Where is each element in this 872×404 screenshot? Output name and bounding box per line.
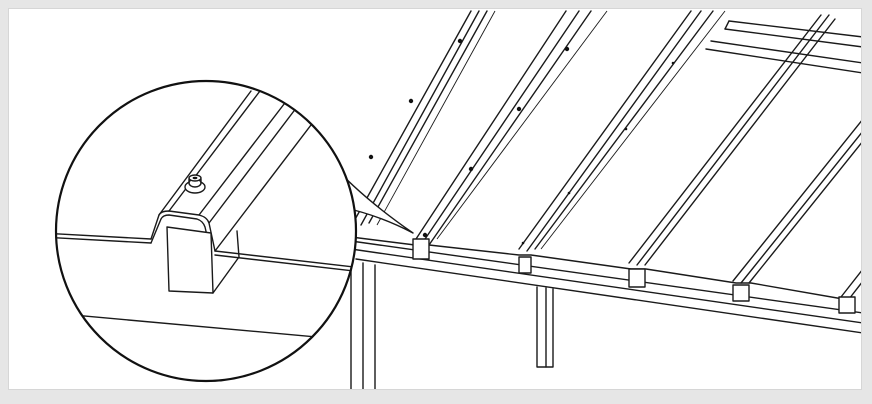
illustration-frame bbox=[8, 8, 862, 390]
panel-rib-1 bbox=[352, 10, 496, 226]
roof-assembly-drawing bbox=[54, 10, 861, 389]
panel-rib-6 bbox=[838, 270, 861, 314]
panel-rib-3 bbox=[518, 10, 726, 274]
screw-icon bbox=[184, 174, 206, 194]
upper-purlin-frame bbox=[705, 20, 861, 74]
magnified-panel-detail bbox=[56, 86, 356, 342]
panel-rib-5 bbox=[732, 120, 861, 302]
panel-rib-2 bbox=[412, 10, 608, 260]
roof-structure bbox=[350, 10, 861, 389]
panel-rib-4 bbox=[628, 14, 836, 288]
fastener-dots bbox=[368, 38, 675, 245]
support-post-left bbox=[350, 258, 376, 389]
support-post-middle bbox=[536, 286, 554, 368]
front-beam bbox=[350, 240, 861, 334]
detail-callout bbox=[54, 79, 414, 383]
